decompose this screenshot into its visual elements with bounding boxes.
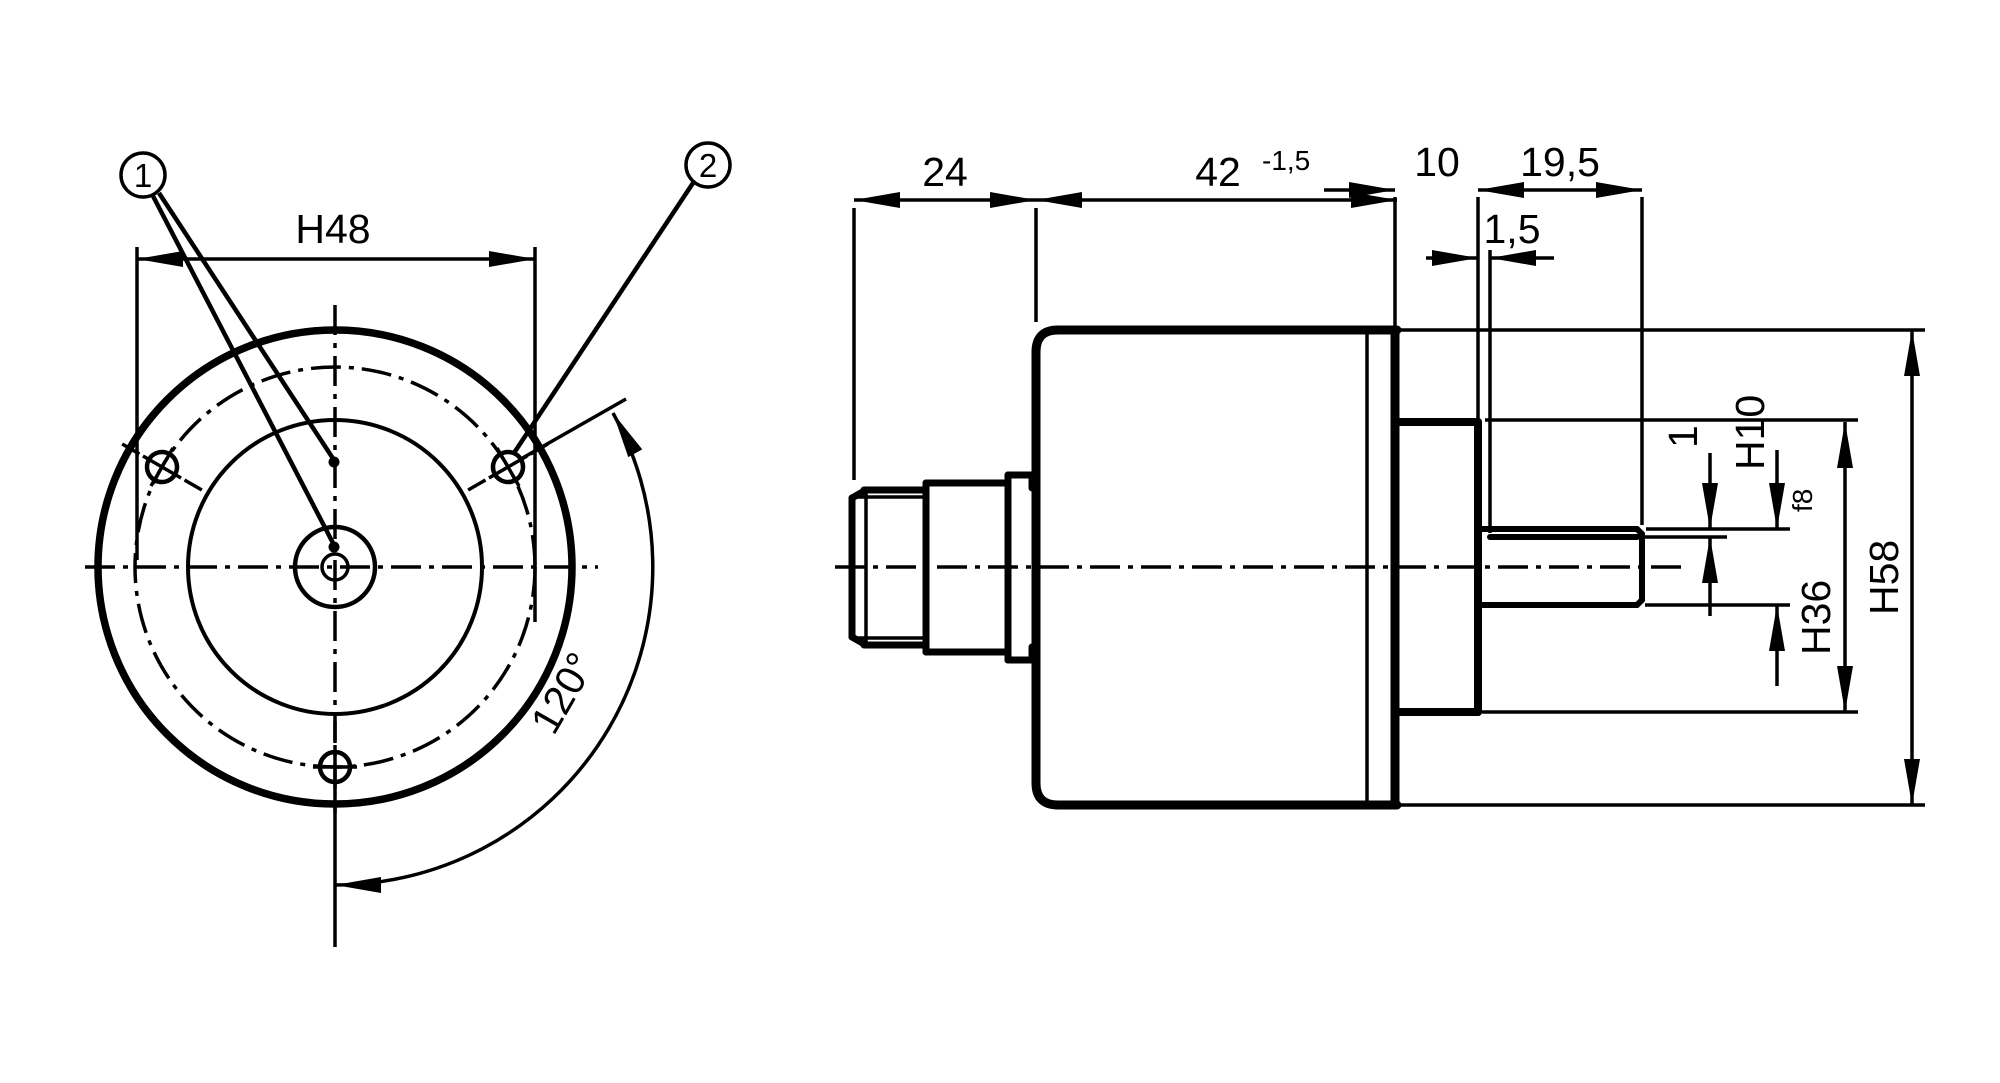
dim-label-d36: H36	[1793, 580, 1839, 655]
leader-line	[157, 191, 336, 462]
dim-label-42: 42	[1195, 149, 1241, 195]
side-view: 24 42 -1,5 10 19,5 1,5	[835, 139, 1925, 810]
dim-label-d10: H10	[1727, 395, 1773, 470]
callout-2-number: 2	[699, 147, 717, 184]
leader-dot	[328, 541, 340, 553]
dim-label-19-5: 19,5	[1520, 139, 1600, 185]
callout-2: 2	[512, 141, 732, 455]
angle-arc	[334, 412, 655, 893]
dim-diameters: 1 H10 H36 f8 H58	[1400, 328, 1925, 807]
dim-label-42-tolerance: -1,5	[1262, 145, 1310, 176]
mounting-hole-upper-right	[467, 442, 549, 492]
mounting-hole-upper-left	[121, 442, 203, 492]
housing-outline	[1031, 325, 1402, 810]
mounting-hole-bottom	[313, 721, 357, 813]
dim-label-24: 24	[922, 149, 968, 195]
callout-1-number: 1	[134, 157, 152, 194]
dim-label-d58: H58	[1861, 540, 1907, 615]
front-view: H48 120° 1 2	[85, 141, 732, 947]
leader-line	[151, 194, 336, 547]
leader-line	[512, 181, 695, 455]
shaft	[1475, 526, 1645, 608]
housing-body	[1031, 325, 1402, 810]
dim-lengths: 24 42 -1,5 10 19,5 1,5	[852, 139, 1644, 533]
dim-label-flat-depth: 1	[1660, 425, 1706, 448]
dim-label-10: 10	[1414, 139, 1460, 185]
centering-collar	[1393, 418, 1482, 716]
callout-2-badge	[684, 141, 732, 189]
dim-label-d36-fit: f8	[1787, 489, 1818, 512]
leader-dot	[328, 456, 340, 468]
callout-1: 1	[119, 151, 340, 553]
callout-1-badge	[119, 151, 167, 199]
dim-label-1-5: 1,5	[1484, 206, 1541, 252]
dim-label-d48: H48	[295, 206, 370, 252]
